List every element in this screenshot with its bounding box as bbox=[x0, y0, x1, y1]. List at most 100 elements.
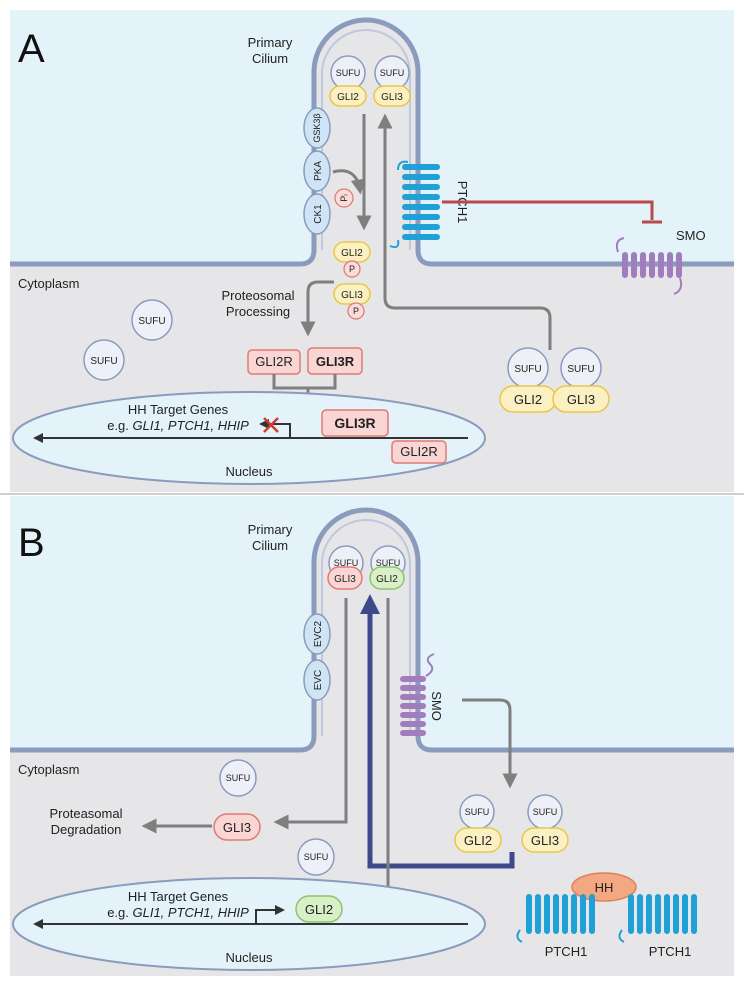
gli3-label: GLI3 bbox=[567, 392, 595, 407]
ck1-label: CK1 bbox=[313, 204, 324, 224]
sufu-label: SUFU bbox=[90, 356, 117, 367]
sufu-label: SUFU bbox=[533, 807, 558, 817]
processing-arrow bbox=[300, 280, 334, 337]
gli3r-label: GLI3R bbox=[334, 415, 375, 431]
gli3-protein bbox=[213, 813, 261, 841]
smo-label: SMO bbox=[429, 691, 444, 721]
phosphate-group bbox=[347, 302, 365, 320]
gli2-protein bbox=[329, 85, 367, 107]
sufu-label: SUFU bbox=[336, 68, 361, 78]
gli2-label: GLI2 bbox=[514, 392, 542, 407]
gli3r-label: GLI3R bbox=[316, 354, 355, 369]
evc2-protein bbox=[303, 613, 331, 655]
gli3r-repressor bbox=[321, 409, 389, 437]
sufu-protein bbox=[131, 299, 173, 341]
gsk3b-label: GSK3β bbox=[312, 113, 322, 142]
smo-receptor bbox=[400, 653, 435, 736]
phosphate-group bbox=[343, 260, 361, 278]
cytoplasm-label: Cytoplasm bbox=[18, 276, 79, 291]
cilium-label-line2: Cilium bbox=[252, 538, 288, 553]
gli2r-label: GLI2R bbox=[400, 444, 438, 459]
ck1-kinase bbox=[303, 193, 331, 235]
target-genes-examples: e.g. GLI1, PTCH1, HHIP bbox=[107, 905, 249, 920]
gli2-protein bbox=[454, 827, 502, 853]
gli3-protein bbox=[327, 566, 363, 590]
sufu-label: SUFU bbox=[334, 558, 359, 568]
cilium-label-line2: Cilium bbox=[252, 51, 288, 66]
ptch1-receptor bbox=[389, 160, 440, 249]
phosphate-label: P bbox=[349, 264, 355, 274]
gli3-protein bbox=[521, 827, 569, 853]
sufu-protein bbox=[219, 759, 257, 797]
panel-letter: B bbox=[18, 521, 45, 565]
gli3-label: GLI3 bbox=[341, 290, 363, 301]
ptch1-label: PTCH1 bbox=[545, 944, 588, 959]
gli3-protein bbox=[373, 85, 411, 107]
gli-entry-arrow bbox=[377, 113, 552, 350]
processing-label-line2: Processing bbox=[226, 304, 290, 319]
phosphorylation-arrow bbox=[332, 169, 366, 195]
ptch1-receptor bbox=[516, 894, 595, 943]
evc-label: EVC bbox=[313, 670, 324, 691]
gli2-label: GLI2 bbox=[341, 248, 363, 259]
gli2-protein bbox=[295, 895, 343, 923]
gli3-exit-arrow bbox=[273, 598, 348, 830]
sufu-label: SUFU bbox=[138, 316, 165, 327]
cell-membrane bbox=[10, 17, 734, 267]
blocked-transcription-mark bbox=[263, 417, 279, 433]
evc-protein bbox=[303, 659, 331, 701]
cilium-label-line1: Primary bbox=[248, 35, 293, 50]
sufu-label: SUFU bbox=[226, 773, 251, 783]
cytoplasm-label: Cytoplasm bbox=[18, 762, 79, 777]
degradation-label-line2: Degradation bbox=[51, 822, 122, 837]
sufu-protein bbox=[83, 339, 125, 381]
gli2r-repressor bbox=[391, 440, 447, 464]
nucleus-label: Nucleus bbox=[226, 950, 273, 965]
evc2-label: EVC2 bbox=[313, 621, 324, 648]
sufu-label: SUFU bbox=[567, 364, 594, 375]
smo-label: SMO bbox=[676, 228, 706, 243]
gli3-label: GLI3 bbox=[334, 574, 356, 585]
gli2-label: GLI2 bbox=[376, 574, 398, 585]
ptch1-label: PTCH1 bbox=[649, 944, 692, 959]
gsk3b-kinase bbox=[303, 107, 331, 149]
target-genes-label: HH Target Genes bbox=[128, 402, 229, 417]
gli2-label: GLI2 bbox=[305, 902, 333, 917]
ciliary-inner-line bbox=[321, 29, 411, 250]
sufu-label: SUFU bbox=[514, 364, 541, 375]
processing-label-line1: Proteosomal bbox=[222, 288, 295, 303]
target-genes-examples: e.g. GLI1, PTCH1, HHIP bbox=[107, 418, 249, 433]
sufu-label: SUFU bbox=[465, 807, 490, 817]
gli2-protein bbox=[369, 566, 405, 590]
pka-kinase bbox=[303, 150, 331, 192]
gli2-label: GLI2 bbox=[337, 92, 359, 103]
inhibition-line bbox=[442, 200, 654, 220]
cilium-label-line1: Primary bbox=[248, 522, 293, 537]
hh-label: HH bbox=[595, 880, 614, 895]
panel-a: A Primary Cilium Cytoplasm SUFU SUFU GLI… bbox=[10, 10, 734, 492]
gli2r-label: GLI2R bbox=[255, 354, 293, 369]
gli3-protein bbox=[552, 385, 610, 413]
ciliary-inner-line bbox=[321, 519, 411, 736]
hh-ligand bbox=[571, 872, 637, 902]
gli2-cilium-entry-arrow bbox=[360, 594, 515, 869]
gli3-label: GLI3 bbox=[223, 820, 251, 835]
target-genes-label: HH Target Genes bbox=[128, 889, 229, 904]
sufu-protein bbox=[297, 838, 335, 876]
sufu-label: SUFU bbox=[304, 852, 329, 862]
degradation-label-line1: Proteasomal bbox=[50, 806, 123, 821]
smo-receptor bbox=[615, 237, 683, 295]
phosphate-label: P bbox=[353, 306, 359, 316]
nucleus-label: Nucleus bbox=[226, 464, 273, 479]
gli3-label: GLI3 bbox=[531, 833, 559, 848]
panel-letter: A bbox=[18, 27, 45, 71]
sufu-label: SUFU bbox=[376, 558, 401, 568]
panel-b: B Primary Cilium Cytoplasm SUFU SUFU GLI… bbox=[10, 496, 734, 976]
pka-label: PKA bbox=[313, 161, 324, 181]
ptch1-receptor bbox=[618, 894, 697, 943]
gli3-label: GLI3 bbox=[381, 92, 403, 103]
transcription-start-arrow bbox=[255, 905, 285, 924]
phosphate-group bbox=[334, 188, 354, 208]
